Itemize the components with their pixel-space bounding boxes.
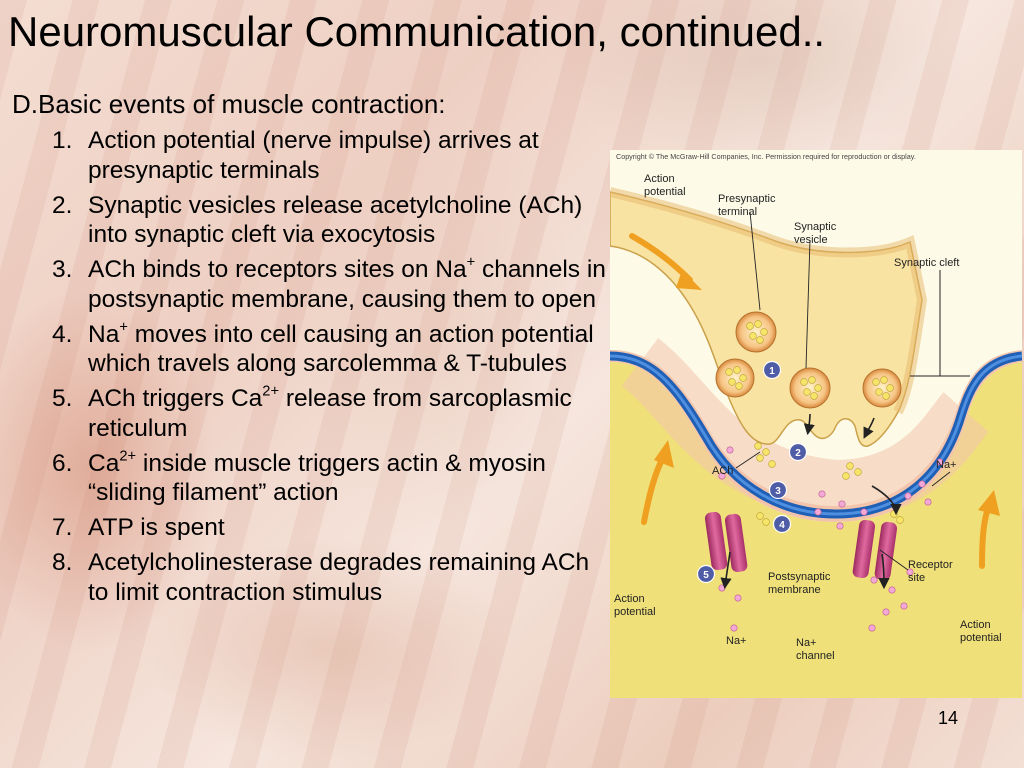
step-item: 1. Action potential (nerve impulse) arriv… — [52, 126, 612, 185]
process-arrows — [720, 413, 902, 590]
step-text-run: channels in postsynaptic membrane, causi… — [88, 256, 606, 313]
step-text: ACh binds to receptors sites on Na+ chan… — [88, 255, 612, 314]
arrowheads — [654, 270, 1000, 516]
label-postsynaptic-membrane: Postsynaptic — [768, 571, 831, 583]
step-superscript: 2+ — [119, 448, 137, 465]
svg-text:3: 3 — [775, 486, 781, 497]
membrane-highlight — [610, 354, 1022, 516]
label-receptor-site: Receptor — [908, 559, 953, 571]
label-presynaptic-terminal: Presynaptic — [718, 193, 776, 205]
svg-text:site: site — [908, 572, 925, 584]
label-synaptic-cleft: Synaptic cleft — [894, 257, 959, 269]
step-text: Synaptic vesicles release acetylcholine … — [88, 191, 612, 250]
svg-text:1: 1 — [769, 366, 775, 377]
step-item: 6. Ca2+ inside muscle triggers actin & my… — [52, 449, 612, 508]
label-na-plus-right: Na+ — [936, 459, 957, 471]
step-text: Action potential (nerve impulse) arrives… — [88, 126, 612, 185]
step-number: 7. — [52, 514, 73, 541]
step-text-run: moves into cell causing an action potent… — [88, 320, 594, 378]
step-text-run: Acetylcholinesterase degrades remaining … — [88, 549, 590, 606]
svg-text:potential: potential — [644, 186, 686, 198]
svg-text:potential: potential — [614, 606, 656, 618]
label-pointers — [735, 211, 951, 571]
label-action-potential-right: Action — [960, 619, 991, 631]
muscle-fiber — [610, 362, 1022, 698]
step-text-run: ATP is spent — [88, 514, 225, 541]
na-channel-left — [704, 511, 748, 573]
step-item: 4. Na+ moves into cell causing an action … — [52, 320, 612, 379]
steps-list: 1. Action potential (nerve impulse) arriv… — [52, 126, 612, 613]
label-ach: ACh — [712, 465, 733, 477]
synapse-figure: Copyright © The McGraw-Hill Companies, I… — [610, 152, 1022, 698]
synaptic-vesicles — [715, 311, 904, 526]
page-number: 14 — [938, 708, 959, 728]
terminal-rim — [610, 187, 928, 415]
step-text: ACh triggers Ca2+ release from sarcoplas… — [88, 384, 612, 443]
step-number: 6. — [52, 449, 73, 477]
label-na-plus-bottom: Na+ — [726, 635, 747, 647]
step-text-run: inside muscle triggers actin & myosin “s… — [88, 449, 546, 507]
label-action-potential-left: Action — [614, 593, 645, 605]
synapse-diagram: Copyright © The McGraw-Hill Companies, I… — [610, 150, 1022, 698]
svg-text:vesicle: vesicle — [794, 234, 828, 246]
step-text-run: ACh binds to receptors sites on Na — [88, 256, 467, 283]
step-number: 2. — [52, 191, 73, 219]
svg-text:5: 5 — [703, 570, 709, 581]
figure-labels: Action potential Presynaptic terminal Sy… — [614, 173, 1002, 662]
section-heading: D.Basic events of muscle contraction: — [12, 89, 446, 119]
step-superscript: + — [466, 254, 476, 271]
step-text-run: Ca — [88, 449, 120, 477]
step-text: Acetylcholinesterase degrades remaining … — [88, 548, 612, 607]
step-item: 8. Acetylcholinesterase degrades remainin… — [52, 548, 612, 607]
step-item: 3. ACh binds to receptors sites on Na+ ch… — [52, 255, 612, 314]
svg-text:channel: channel — [796, 650, 835, 662]
svg-text:potential: potential — [960, 632, 1002, 644]
step-item: 2. Synaptic vesicles release acetylcholin… — [52, 191, 612, 250]
step-item: 5. ACh triggers Ca2+ release from sarcopl… — [52, 384, 612, 443]
label-action-potential-top: Action — [644, 173, 675, 185]
step-number: 5. — [52, 385, 73, 412]
step-text-run: release from sarcoplasmic reticulum — [88, 385, 572, 442]
step-text: Ca2+ inside muscle triggers actin & myos… — [88, 449, 612, 508]
svg-text:2: 2 — [795, 448, 801, 459]
step-item: 7. ATP is spent — [52, 513, 612, 543]
step-superscript: 2+ — [262, 383, 280, 400]
step-text-run: ACh triggers Ca — [88, 385, 263, 412]
sodium-ions — [718, 446, 944, 632]
step-text-run: Na — [88, 320, 120, 348]
step-number: 4. — [52, 320, 73, 348]
step-text: Na+ moves into cell causing an action po… — [88, 320, 612, 379]
label-synaptic-vesicle: Synaptic — [794, 221, 837, 233]
na-channel-right — [852, 519, 898, 581]
label-na-channel: Na+ — [796, 637, 817, 649]
svg-text:4: 4 — [779, 520, 785, 531]
step-text-run: Action potential (nerve impulse) arrives… — [88, 127, 539, 184]
step-number: 1. — [52, 127, 73, 154]
step-text: ATP is spent — [88, 513, 612, 543]
figure-copyright: Copyright © The McGraw-Hill Companies, I… — [616, 152, 916, 161]
step-text-run: Synaptic vesicles release acetylcholine … — [88, 191, 583, 249]
step-markers: 1 2 3 4 5 — [696, 360, 808, 584]
svg-text:terminal: terminal — [718, 206, 757, 218]
step-number: 3. — [52, 256, 73, 283]
step-superscript: + — [119, 319, 128, 336]
slide-title: Neuromuscular Communication, continued.. — [8, 8, 826, 55]
svg-text:membrane: membrane — [768, 584, 821, 596]
step-number: 8. — [52, 549, 73, 576]
